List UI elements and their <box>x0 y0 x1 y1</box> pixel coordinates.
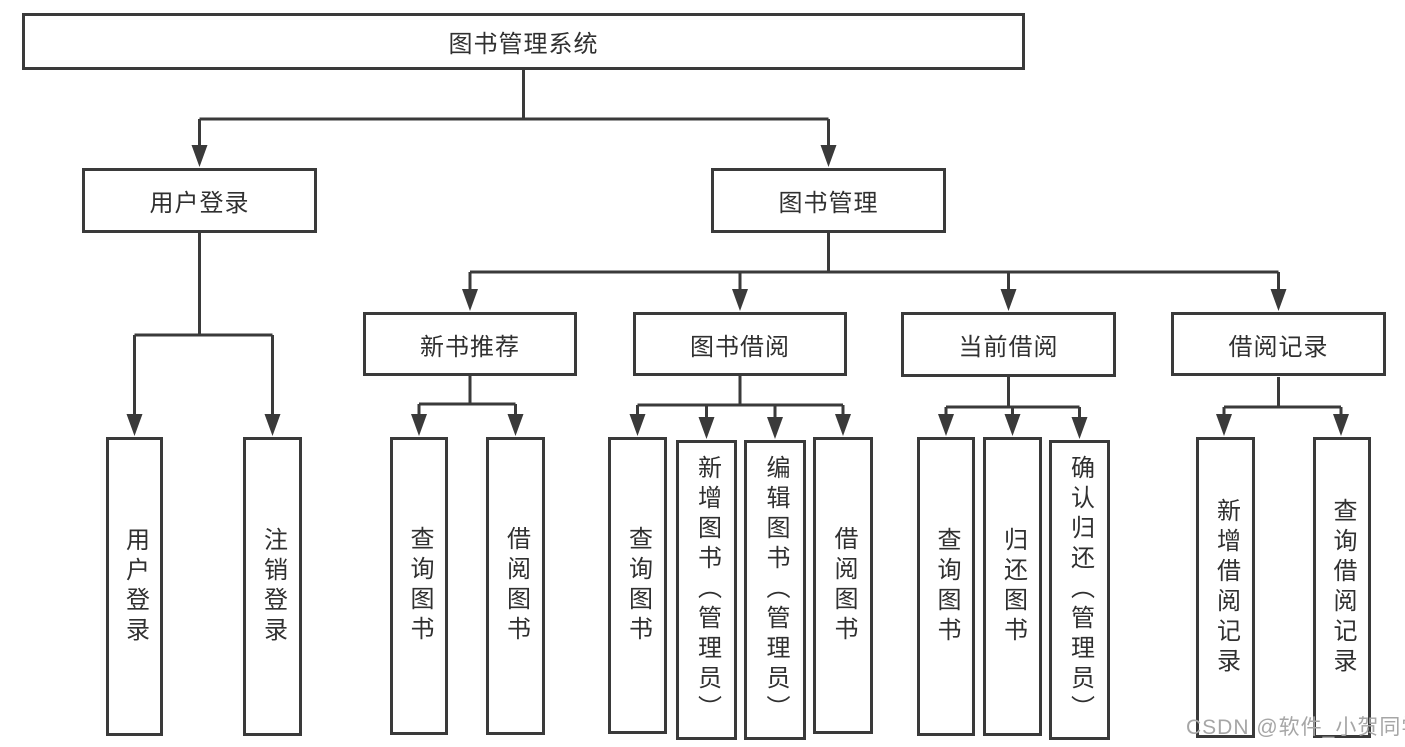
node-library-management-system: 图书管理系统 <box>22 13 1025 70</box>
leaf-confirm-return-admin: 确认归还（管理员） <box>1049 440 1110 740</box>
leaf-add-borrow-record: 新增借阅记录 <box>1196 437 1255 738</box>
node-user-login: 用户登录 <box>82 168 317 233</box>
node-book-management: 图书管理 <box>711 168 946 233</box>
leaf-borrow-books: 借阅图书 <box>813 437 873 734</box>
leaf-label: 编辑图书（管理员） <box>762 455 789 725</box>
leaf-label: 归还图书 <box>999 526 1027 647</box>
node-label: 图书管理系统 <box>448 31 599 58</box>
node-label: 图书借阅 <box>690 333 790 361</box>
leaf-label: 新增图书（管理员） <box>693 455 721 725</box>
leaf-query-books-borrow: 查询图书 <box>608 437 667 734</box>
leaf-label: 借阅图书 <box>502 526 530 646</box>
node-label: 借阅记录 <box>1228 333 1329 361</box>
leaf-logout: 注销登录 <box>243 437 302 736</box>
node-label: 用户登录 <box>149 190 250 217</box>
leaf-return-books: 归还图书 <box>983 437 1042 736</box>
leaf-label: 查询图书 <box>406 526 433 646</box>
leaf-label: 用户登录 <box>121 526 149 647</box>
watermark: CSDN @软件_小贺同学 <box>1186 716 1405 739</box>
leaf-query-books-current: 查询图书 <box>917 437 975 736</box>
leaf-query-books-recommend: 查询图书 <box>390 437 448 735</box>
node-new-book-recommendation: 新书推荐 <box>363 312 577 376</box>
node-book-borrowing: 图书借阅 <box>633 312 847 376</box>
leaf-user-login: 用户登录 <box>106 437 163 736</box>
leaf-label: 查询图书 <box>624 525 652 646</box>
leaf-label: 查询借阅记录 <box>1329 497 1356 678</box>
node-current-borrowing: 当前借阅 <box>901 312 1116 377</box>
leaf-label: 确认归还（管理员） <box>1066 455 1094 725</box>
leaf-label: 查询图书 <box>933 526 960 647</box>
leaf-label: 新增借阅记录 <box>1212 497 1240 678</box>
node-label: 新书推荐 <box>420 333 520 361</box>
node-label: 当前借阅 <box>958 334 1059 361</box>
leaf-label: 注销登录 <box>259 526 287 647</box>
node-label: 图书管理 <box>778 190 879 217</box>
node-borrowing-records: 借阅记录 <box>1171 312 1386 376</box>
leaf-add-books-admin: 新增图书（管理员） <box>676 440 737 740</box>
leaf-query-borrow-record: 查询借阅记录 <box>1313 437 1371 738</box>
leaf-edit-books-admin: 编辑图书（管理员） <box>744 440 806 740</box>
leaf-label: 借阅图书 <box>830 525 857 646</box>
leaf-borrow-books-recommend: 借阅图书 <box>486 437 545 735</box>
